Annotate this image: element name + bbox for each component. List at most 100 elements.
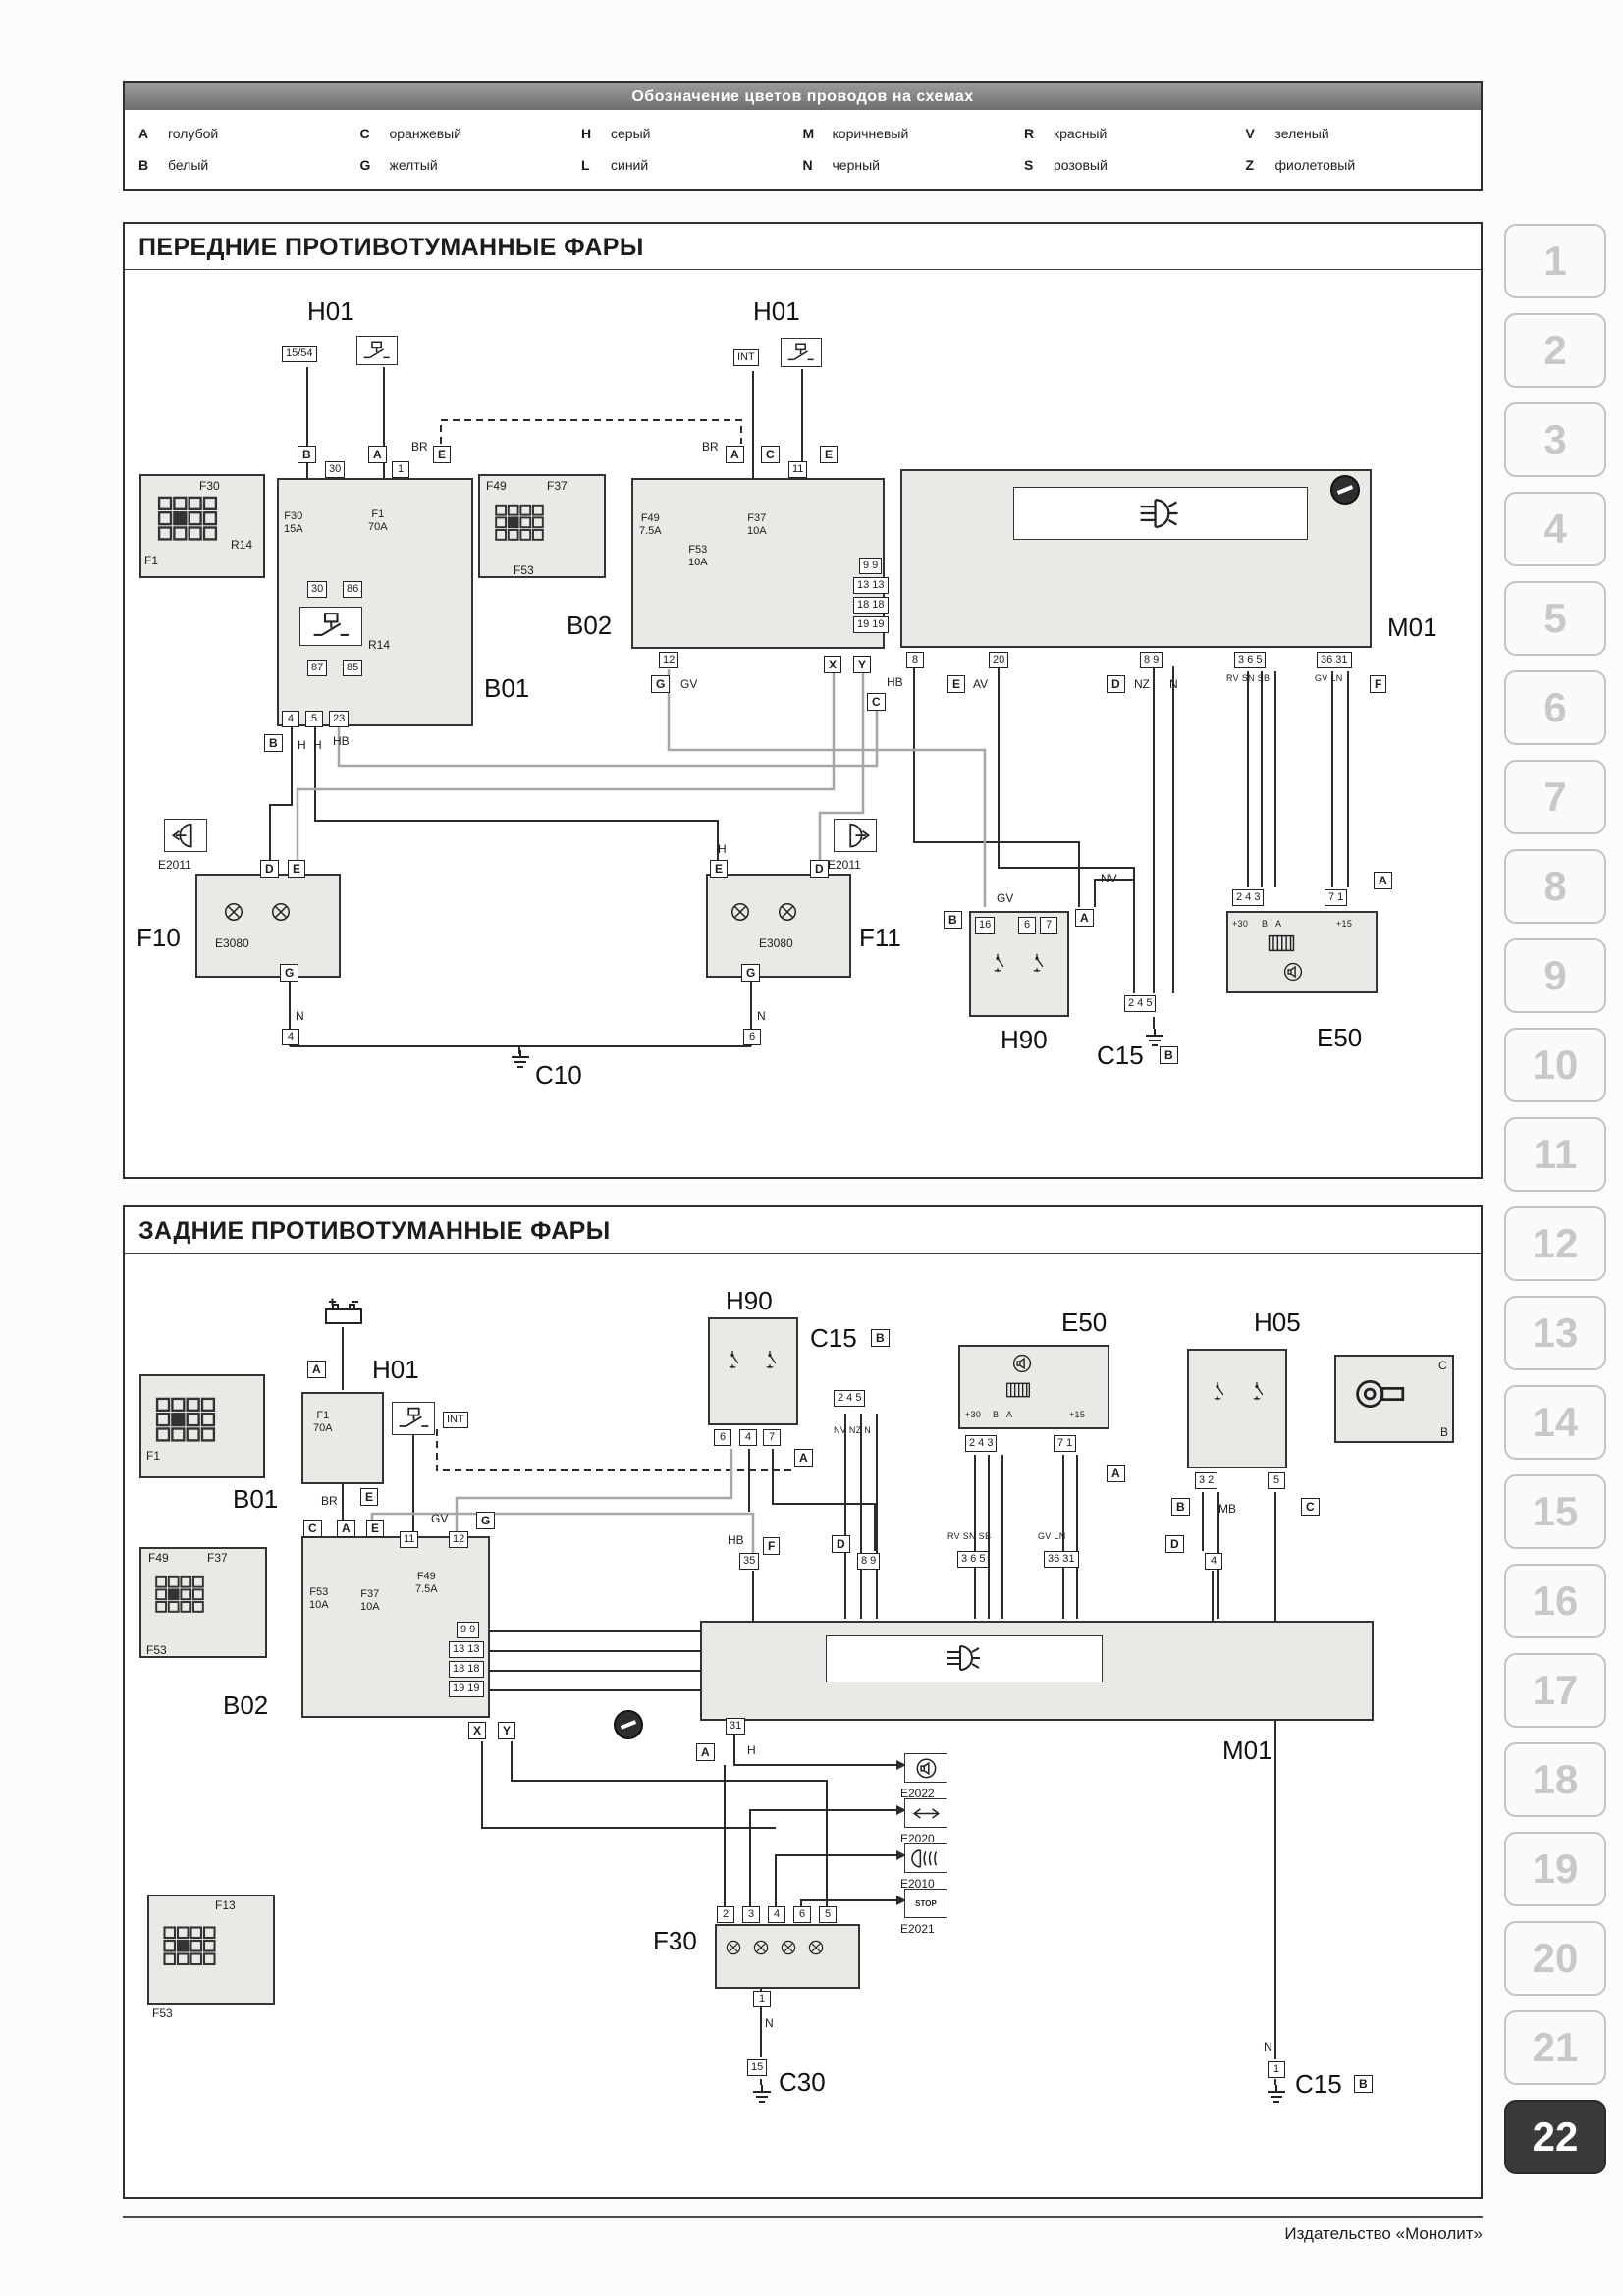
pin-18-18: 18 18 (449, 1661, 484, 1678)
page-tab-13: 13 (1504, 1296, 1606, 1370)
lbl-e2010: E2010 (900, 1877, 935, 1891)
pin-4: 4 (282, 1029, 299, 1045)
component-f30 (715, 1924, 860, 1989)
tiny--15: +15 (1069, 1410, 1086, 1419)
component-f11 (706, 874, 851, 978)
pin-3-2: 3 2 (1195, 1472, 1218, 1489)
lbl-n: N (1264, 2040, 1272, 2054)
big-h05: H05 (1254, 1308, 1301, 1337)
letter-d: D (1165, 1535, 1184, 1553)
tiny-b: B (993, 1410, 1000, 1419)
fuse-grid-icon (154, 491, 221, 548)
page-tab-12: 12 (1504, 1206, 1606, 1281)
lbl-c: C (1438, 1359, 1447, 1372)
pin-15: 15 (747, 2059, 768, 2076)
big-b02: B02 (567, 611, 613, 640)
component-b02 (631, 478, 885, 649)
page-tab-5: 5 (1504, 581, 1606, 656)
letter-y: Y (853, 656, 872, 673)
lbl2-f1-70a: F1 70A (313, 1410, 333, 1434)
fuse-grid-icon (492, 495, 547, 552)
lbl-f1: F1 (144, 554, 159, 567)
switch-icon (1024, 946, 1050, 980)
letter-a: A (696, 1743, 715, 1761)
component-f10 (195, 874, 341, 978)
legend-name: синий (611, 157, 649, 173)
lbl-f53: F53 (514, 563, 534, 577)
pin-36-31: 36 31 (1317, 652, 1352, 668)
legend-code: S (1024, 157, 1034, 173)
horn-icon-e2022 (904, 1753, 947, 1783)
connector-c15-pins: 2 4 5 (834, 1390, 866, 1407)
letter-b: B (264, 734, 283, 752)
big-c30: C30 (779, 2067, 826, 2097)
big-b01: B01 (484, 673, 530, 703)
pin-6: 6 (1018, 917, 1036, 934)
legend-code: G (359, 157, 371, 173)
legend-name: фиолетовый (1274, 157, 1356, 173)
pin-36-31: 36 31 (1044, 1551, 1079, 1568)
lbl-br: BR (702, 440, 719, 454)
pin-19-19: 19 19 (853, 616, 889, 633)
big-h01: H01 (372, 1355, 419, 1384)
switch-icon (720, 1343, 745, 1376)
page-tab-3: 3 (1504, 402, 1606, 477)
lbl-br: BR (411, 440, 428, 454)
lbl-gv: GV (680, 677, 698, 691)
lbl2-f53-10a: F53 10A (688, 544, 708, 568)
pin-9-9: 9 9 (859, 558, 883, 574)
page-tab-18: 18 (1504, 1742, 1606, 1817)
lbl-f30: F30 (199, 479, 220, 493)
fiat-logo-icon (1330, 475, 1360, 505)
legend-code: N (802, 157, 813, 173)
bulb-icon (804, 1936, 828, 1959)
pin-int: INT (733, 349, 759, 366)
pin-4: 4 (282, 711, 299, 727)
letter-e: E (433, 446, 452, 463)
component-h05 (1187, 1349, 1287, 1468)
pin-2-4-3: 2 4 3 (1232, 889, 1265, 906)
chip-icon (993, 1380, 1044, 1400)
tiny--30: +30 (965, 1410, 982, 1419)
letter-a: A (794, 1449, 813, 1467)
lbl-f49: F49 (486, 479, 507, 493)
relay-icon (392, 1402, 435, 1435)
letter-g: G (741, 964, 761, 982)
pin-5: 5 (305, 711, 323, 727)
big-c15: C15 (1295, 2069, 1342, 2099)
tiny-gv-ln: GV LN (1038, 1531, 1066, 1541)
letter-b: B (871, 1329, 890, 1347)
letter-e: E (710, 860, 729, 878)
lbl-hb: HB (728, 1533, 744, 1547)
page-tab-7: 7 (1504, 760, 1606, 834)
legend-name: оранжевый (389, 126, 462, 141)
page-tab-2: 2 (1504, 313, 1606, 388)
lbl2-f37-10a: F37 10A (747, 512, 767, 537)
legend-name: коричневый (832, 126, 909, 141)
letter-e: E (288, 860, 306, 878)
page-tab-22: 22 (1504, 2100, 1606, 2174)
page-tab-4: 4 (1504, 492, 1606, 566)
pin-13-13: 13 13 (449, 1641, 484, 1658)
headlight-icon (944, 1641, 983, 1675)
page-tab-17: 17 (1504, 1653, 1606, 1728)
diagram2-wires (342, 1327, 1276, 2085)
letter-a: A (307, 1361, 326, 1378)
lbl-h: H (313, 738, 322, 752)
component-b01 (301, 1392, 384, 1484)
letter-d: D (1107, 675, 1125, 693)
pin-4: 4 (768, 1906, 785, 1923)
foglamp-icon-e2011 (164, 819, 207, 852)
letter-a: A (726, 446, 744, 463)
big-f30: F30 (653, 1926, 697, 1955)
lbl-f53: F53 (146, 1643, 167, 1657)
footer-rule (123, 2216, 1483, 2218)
switch-icon (757, 1343, 783, 1376)
bulb-icon (219, 897, 248, 927)
legend-name: зеленый (1274, 126, 1329, 141)
